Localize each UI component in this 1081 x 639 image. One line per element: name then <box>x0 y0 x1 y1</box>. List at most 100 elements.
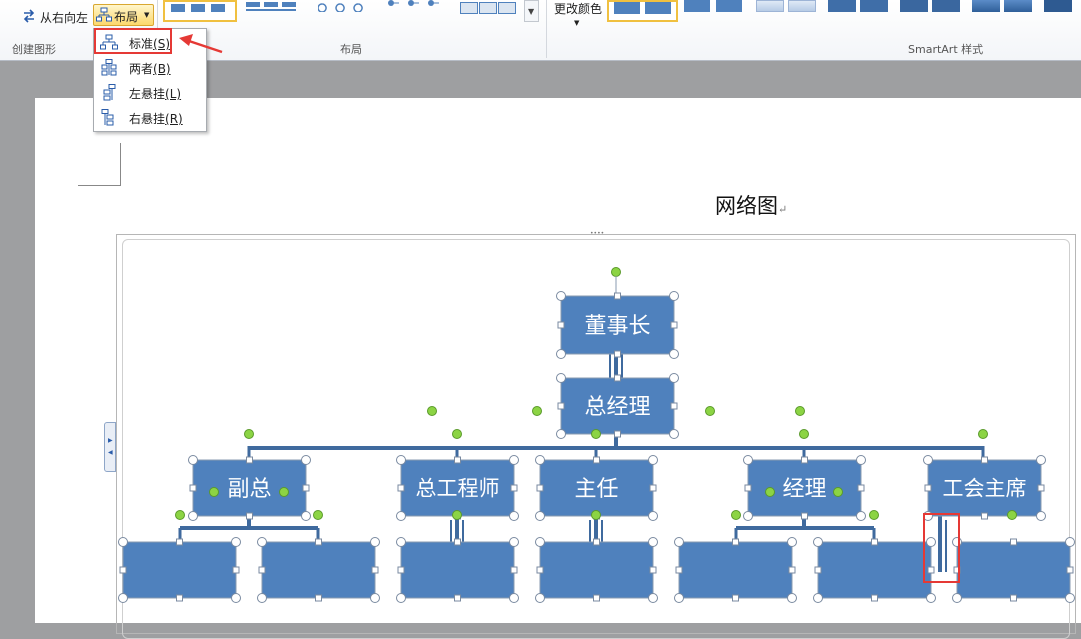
layout-thumb-2[interactable] <box>244 0 300 14</box>
resize-handle[interactable] <box>952 593 962 603</box>
resize-handle[interactable] <box>813 593 823 603</box>
resize-handle[interactable] <box>302 484 310 492</box>
resize-handle[interactable] <box>674 537 684 547</box>
layout-dropdown-button[interactable]: 布局 ▼ <box>93 4 154 26</box>
adjust-handle[interactable] <box>279 487 289 497</box>
resize-handle[interactable] <box>787 593 797 603</box>
resize-handle[interactable] <box>557 321 565 329</box>
adjust-handle[interactable] <box>869 510 879 520</box>
resize-handle[interactable] <box>246 512 253 520</box>
resize-handle[interactable] <box>1037 484 1045 492</box>
resize-handle[interactable] <box>557 402 565 410</box>
adjust-handle[interactable] <box>591 429 601 439</box>
resize-handle[interactable] <box>593 594 600 602</box>
resize-handle[interactable] <box>396 511 406 521</box>
node-empty-7[interactable] <box>956 541 1071 599</box>
menu-item-both[interactable]: 两者(B) <box>96 56 202 79</box>
node-general-manager[interactable] <box>560 377 675 435</box>
resize-handle[interactable] <box>535 593 545 603</box>
resize-handle[interactable] <box>732 538 739 546</box>
adjust-handle[interactable] <box>244 429 254 439</box>
adjust-handle[interactable] <box>209 487 219 497</box>
resize-handle[interactable] <box>669 429 679 439</box>
resize-handle[interactable] <box>509 511 519 521</box>
resize-handle[interactable] <box>257 593 267 603</box>
resize-handle[interactable] <box>536 566 544 574</box>
resize-handle[interactable] <box>176 538 183 546</box>
resize-handle[interactable] <box>257 537 267 547</box>
resize-handle[interactable] <box>614 350 621 358</box>
resize-handle[interactable] <box>871 538 878 546</box>
resize-handle[interactable] <box>856 455 866 465</box>
adjust-handle[interactable] <box>795 406 805 416</box>
resize-handle[interactable] <box>509 455 519 465</box>
resize-handle[interactable] <box>593 538 600 546</box>
resize-handle[interactable] <box>857 484 865 492</box>
resize-handle[interactable] <box>670 321 678 329</box>
adjust-handle[interactable] <box>978 429 988 439</box>
adjust-handle[interactable] <box>705 406 715 416</box>
resize-handle[interactable] <box>189 484 197 492</box>
resize-handle[interactable] <box>301 455 311 465</box>
adjust-handle[interactable] <box>799 429 809 439</box>
resize-handle[interactable] <box>509 593 519 603</box>
resize-handle[interactable] <box>648 537 658 547</box>
resize-handle[interactable] <box>370 593 380 603</box>
node-empty-1[interactable] <box>122 541 237 599</box>
resize-handle[interactable] <box>743 511 753 521</box>
resize-handle[interactable] <box>118 537 128 547</box>
menu-item-left-hanging[interactable]: 左悬挂(L) <box>96 81 202 104</box>
resize-handle[interactable] <box>649 484 657 492</box>
resize-handle[interactable] <box>648 511 658 521</box>
style-thumb-2[interactable] <box>684 0 744 14</box>
resize-handle[interactable] <box>669 349 679 359</box>
resize-handle[interactable] <box>396 455 406 465</box>
resize-handle[interactable] <box>1010 594 1017 602</box>
resize-handle[interactable] <box>813 537 823 547</box>
resize-handle[interactable] <box>675 566 683 574</box>
layout-thumb-selected[interactable] <box>163 0 237 22</box>
resize-handle[interactable] <box>397 484 405 492</box>
resize-handle[interactable] <box>649 566 657 574</box>
resize-handle[interactable] <box>871 594 878 602</box>
adjust-handle[interactable] <box>833 487 843 497</box>
resize-handle[interactable] <box>118 593 128 603</box>
adjust-handle[interactable] <box>591 510 601 520</box>
style-thumb-7[interactable] <box>1044 0 1081 14</box>
adjust-handle[interactable] <box>1007 510 1017 520</box>
adjust-handle[interactable] <box>452 429 462 439</box>
resize-handle[interactable] <box>301 511 311 521</box>
resize-handle[interactable] <box>674 593 684 603</box>
resize-handle[interactable] <box>953 566 961 574</box>
resize-handle[interactable] <box>556 291 566 301</box>
document-title[interactable]: 网络图↵ <box>715 190 787 220</box>
resize-handle[interactable] <box>924 484 932 492</box>
adjust-handle[interactable] <box>765 487 775 497</box>
style-thumb-6[interactable] <box>972 0 1034 14</box>
resize-handle[interactable] <box>454 594 461 602</box>
resize-handle[interactable] <box>556 429 566 439</box>
adjust-handle[interactable] <box>313 510 323 520</box>
resize-handle[interactable] <box>535 511 545 521</box>
style-thumb-5[interactable] <box>900 0 962 14</box>
adjust-handle[interactable] <box>532 406 542 416</box>
resize-handle[interactable] <box>670 402 678 410</box>
adjust-handle[interactable] <box>427 406 437 416</box>
resize-handle[interactable] <box>1036 455 1046 465</box>
node-empty-6[interactable] <box>817 541 932 599</box>
resize-handle[interactable] <box>801 512 808 520</box>
layout-thumb-3[interactable] <box>318 0 368 12</box>
resize-handle[interactable] <box>232 566 240 574</box>
resize-handle[interactable] <box>1010 538 1017 546</box>
resize-handle[interactable] <box>743 455 753 465</box>
resize-handle[interactable] <box>732 594 739 602</box>
resize-handle[interactable] <box>814 566 822 574</box>
resize-handle[interactable] <box>981 512 988 520</box>
resize-handle[interactable] <box>669 291 679 301</box>
resize-handle[interactable] <box>923 455 933 465</box>
resize-handle[interactable] <box>258 566 266 574</box>
resize-handle[interactable] <box>787 537 797 547</box>
resize-handle[interactable] <box>371 566 379 574</box>
resize-handle[interactable] <box>119 566 127 574</box>
resize-handle[interactable] <box>246 456 253 464</box>
